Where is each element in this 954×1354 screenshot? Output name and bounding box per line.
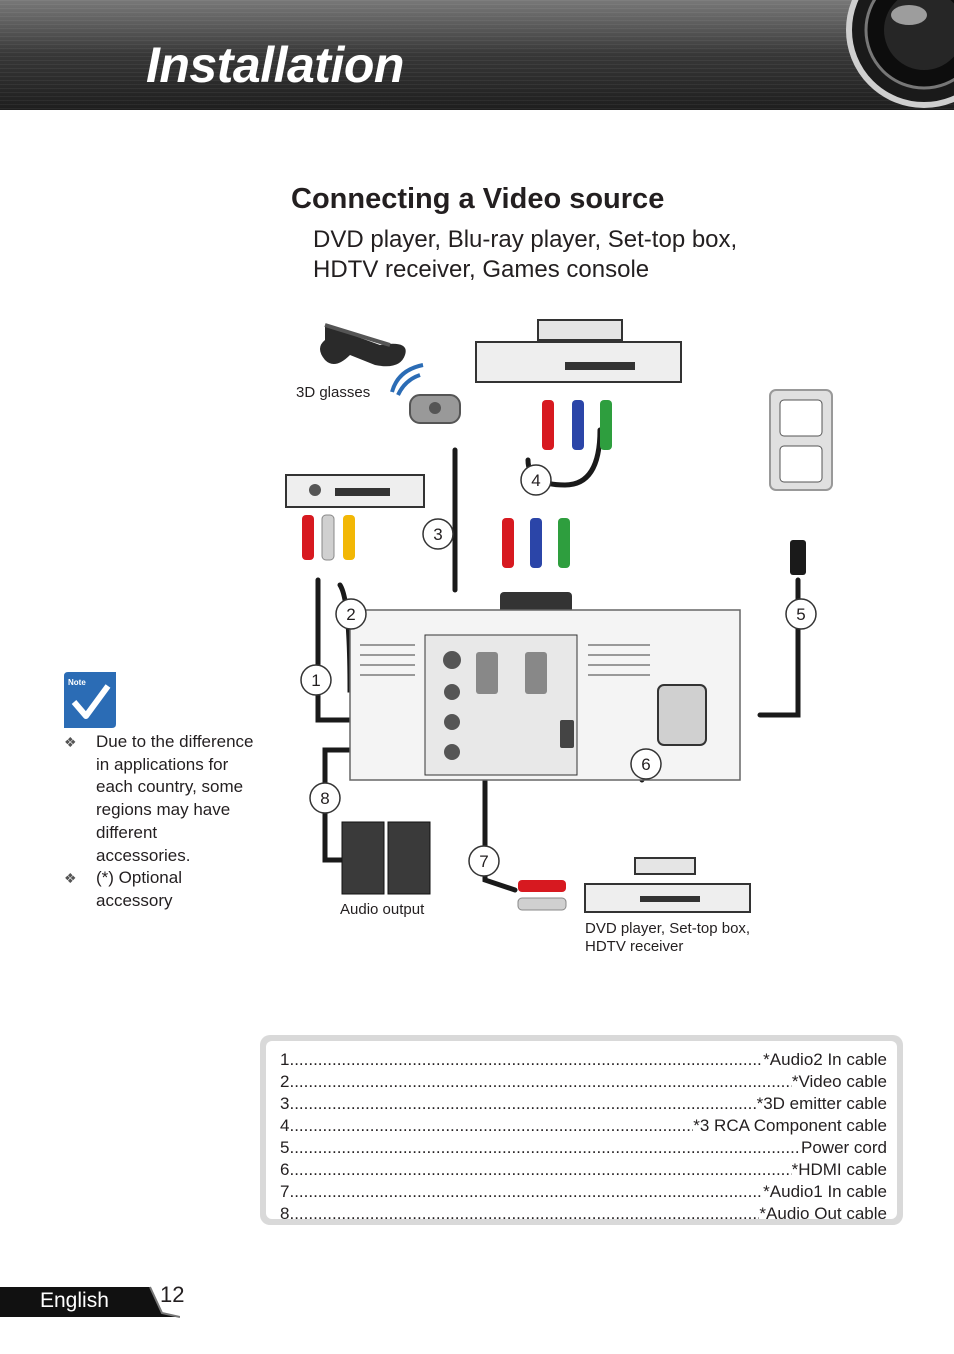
3d-emitter-icon [409,394,461,424]
note-item: ❖ (*) Optional accessory [64,867,254,912]
note-badge-label: Note [68,678,86,687]
legend-number: 3 [280,1094,290,1113]
rca-plugs-left [302,514,355,561]
legend-text: *Audio2 In cable [763,1050,887,1069]
callout-3: 3 [433,525,442,544]
leader-dots [289,1203,759,1225]
callout-7: 7 [479,852,488,871]
legend-text: *3D emitter cable [756,1094,887,1113]
component-plugs-top [542,400,612,450]
dvd-player-top-icon [475,319,682,383]
callout-4: 4 [531,471,540,490]
av-receiver-icon [285,474,425,508]
language-tab [0,1286,180,1318]
header-banner: Installation [0,0,954,110]
section-title: Connecting a Video source [291,183,665,215]
section-subtitle-line-1: DVD player, Blu-ray player, Set-top box, [313,226,738,253]
leader-dots [289,1049,763,1071]
note-item-text: Due to the difference in applications fo… [96,732,254,865]
label-3d-glasses: 3D glasses [296,384,370,401]
legend-row: 5 Power cord [280,1137,887,1159]
callout-2: 2 [346,605,355,624]
connection-diagram: 3D glasses [285,319,833,937]
3d-glasses-icon [320,323,406,367]
leader-dots [289,1137,801,1159]
legend-row: 2 *Video cable [280,1071,887,1093]
cable-legend-list: 1 *Audio2 In cable 2 *Video cable 3 *3D emi… [266,1041,897,1223]
projector-lens-icon [846,0,954,108]
leader-dots [289,1093,756,1115]
legend-number: 8 [280,1204,290,1223]
note-item-text: (*) Optional accessory [96,868,182,910]
speakers-icon [341,821,431,895]
legend-text: *HDMI cable [791,1160,887,1179]
legend-text: Power cord [801,1138,887,1157]
projector-rear-panel [349,609,741,781]
page-number: 12 [160,1282,185,1307]
component-plugs-bottom [500,518,572,618]
wall-outlet-icon [769,389,833,575]
leader-dots [289,1181,763,1203]
legend-row: 7 *Audio1 In cable [280,1181,887,1203]
legend-row: 3 *3D emitter cable [280,1093,887,1115]
section-subtitle-line-2: HDTV receiver, Games console [313,256,650,283]
language-label: English [40,1289,109,1312]
rca-plugs-bottom [517,880,567,911]
legend-number: 2 [280,1072,290,1091]
legend-row: 6 *HDMI cable [280,1159,887,1181]
legend-number: 7 [280,1182,290,1201]
legend-number: 6 [280,1160,290,1179]
cable-legend: 1 *Audio2 In cable 2 *Video cable 3 *3D emi… [260,1035,903,1225]
diamond-bullet-icon: ❖ [64,870,77,887]
legend-row: 8 *Audio Out cable [280,1203,887,1225]
page-title: Installation [146,37,404,93]
callout-6: 6 [641,755,650,774]
legend-text: *3 RCA Component cable [693,1116,887,1135]
legend-row: 4 *3 RCA Component cable [280,1115,887,1137]
leader-dots [289,1159,791,1181]
leader-dots [289,1115,693,1137]
callout-5: 5 [796,605,805,624]
note-icon: Note [64,672,116,728]
callouts: 1 2 3 4 5 6 7 8 [300,464,817,877]
note-list: ❖ Due to the difference in applications f… [64,731,254,913]
legend-text: *Audio1 In cable [763,1182,887,1201]
label-source-line-2: HDTV receiver [585,938,684,955]
callout-1: 1 [311,671,320,690]
label-source-line-1: DVD player, Set-top box, [585,920,750,937]
legend-number: 1 [280,1050,290,1069]
legend-number: 4 [280,1116,290,1135]
legend-text: *Audio Out cable [759,1204,887,1223]
wireless-icon [390,363,424,396]
callout-8: 8 [320,789,329,808]
dvd-player-bottom-icon [584,857,751,913]
diamond-bullet-icon: ❖ [64,734,77,750]
legend-row: 1 *Audio2 In cable [280,1049,887,1071]
legend-text: *Video cable [791,1072,887,1091]
leader-dots [289,1071,791,1093]
label-audio-output: Audio output [340,901,425,918]
note-item: ❖ Due to the difference in applications f… [64,731,254,867]
legend-number: 5 [280,1138,290,1157]
